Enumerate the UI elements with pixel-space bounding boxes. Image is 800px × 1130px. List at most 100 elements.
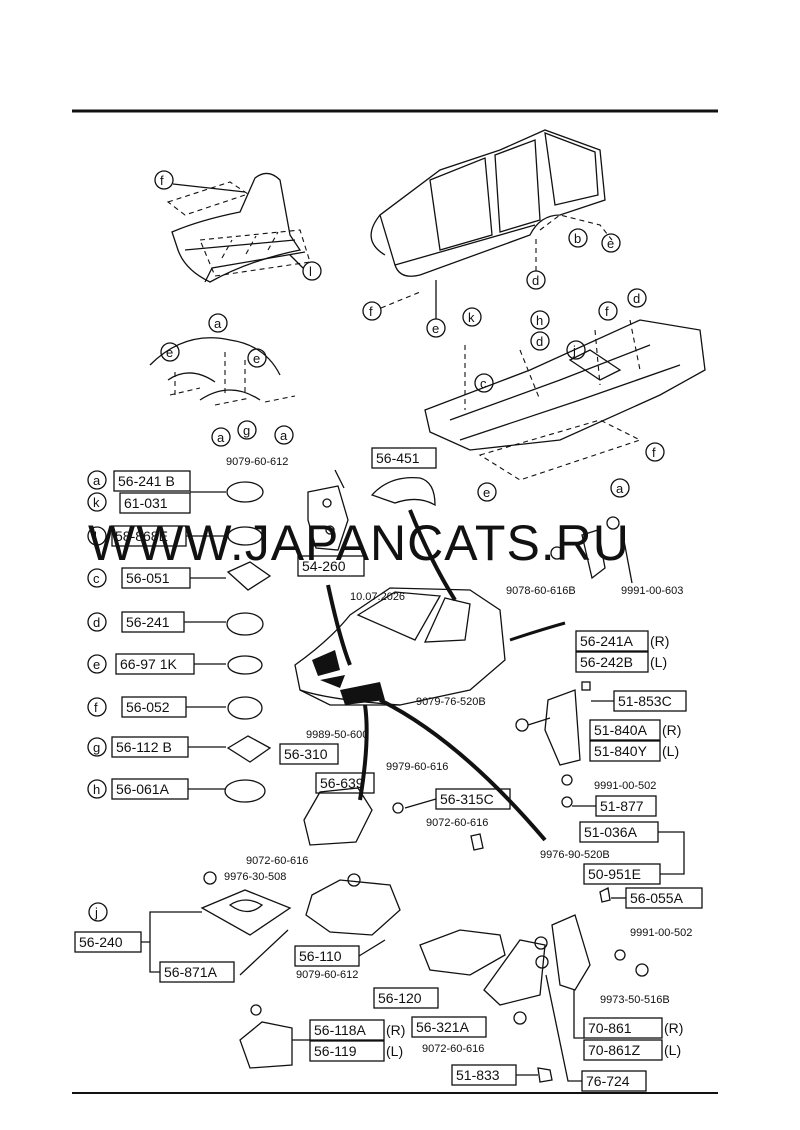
callout-d-3-text: d <box>633 291 640 306</box>
callout-e-3-text: e <box>166 345 173 360</box>
part-56-310-box <box>279 743 339 765</box>
part-70-861: 70-861 <box>588 1020 632 1036</box>
bolt-9976-30-508: 9976-30-508 <box>224 871 286 883</box>
part-56-120: 56-120 <box>378 990 422 1006</box>
part-56-120-box <box>373 987 439 1009</box>
legend-letter-d-text: d <box>93 615 100 630</box>
clip-icon-51-833 <box>537 1067 553 1083</box>
callout-j-2-text: j <box>94 905 98 920</box>
callout-e-1 <box>601 233 621 253</box>
insulator-pad-56-240 <box>200 889 292 936</box>
side-r-3: (R) <box>664 1020 683 1036</box>
part-56-241a-box <box>575 630 649 652</box>
callout-d-1-text: d <box>532 273 539 288</box>
part-54-260-box <box>297 555 365 577</box>
bolt-9072-60-616-mid: 9072-60-616 <box>426 817 488 829</box>
part-56-119-box <box>309 1040 385 1062</box>
callout-f-2-text: f <box>369 304 373 319</box>
bolt-9079-60-612-bottom: 9079-60-612 <box>296 969 358 981</box>
leader-56-451 <box>408 509 457 602</box>
undercover-56-120 <box>419 929 506 976</box>
part-51-840a-box <box>589 719 661 741</box>
legend-code-f: 56-052 <box>126 699 170 715</box>
plug-icon-l <box>227 526 263 546</box>
clip-icon-502 <box>561 774 573 786</box>
part-56-119: 56-119 <box>314 1043 357 1059</box>
bolt-9072-60-616-bottom: 9072-60-616 <box>422 1043 484 1055</box>
callout-l <box>302 261 322 281</box>
callout-e-5 <box>477 482 497 502</box>
leader-undercover <box>358 704 369 801</box>
callout-e-5-text: e <box>483 485 490 500</box>
callout-e-1-text: e <box>607 236 614 251</box>
legend-letter-e-text: e <box>93 657 100 672</box>
strip-56-871a <box>239 929 289 976</box>
part-54-260: 54-260 <box>302 558 346 574</box>
bolt-icon-c <box>203 871 217 885</box>
mudflap-51-840 <box>544 689 581 766</box>
legend-code-a: 56-241 B <box>118 473 175 489</box>
legend-letter-k-text: k <box>93 495 100 510</box>
legend-code-c: 56-051 <box>126 570 170 586</box>
legend-letter-e <box>87 654 107 674</box>
legend-letter-l <box>87 526 107 546</box>
grommet-icon-g <box>226 735 272 763</box>
legend-code-d: 56-241 <box>126 614 170 630</box>
bolt-9079-76-520b: 9079-76-520B <box>416 696 486 708</box>
part-51-840y: 51-840Y <box>594 743 648 759</box>
callout-j-1-text: j <box>572 343 576 358</box>
screw-icon-51-877 <box>561 796 573 808</box>
rear-floor-sketch <box>166 172 311 283</box>
callout-f-4-text: f <box>652 445 656 460</box>
legend-letter-a-text: a <box>93 473 101 488</box>
bolt-icon-b <box>470 833 484 851</box>
part-56-451-box <box>371 447 437 469</box>
legend-code-h: 56-061A <box>116 781 170 797</box>
part-51-853c-box <box>613 690 687 712</box>
legend-letter-h-text: h <box>93 782 100 797</box>
legend-letter-g-text: g <box>93 740 100 755</box>
side-l-3: (L) <box>664 1042 681 1058</box>
part-70-861z-box <box>583 1039 663 1061</box>
part-56-055a: 56-055A <box>630 890 684 906</box>
callout-e-2-text: e <box>432 321 439 336</box>
clip-9989-50-600: 9989-50-600 <box>306 729 368 741</box>
part-51-840a: 51-840A <box>594 722 648 738</box>
callout-f-1-text: f <box>160 173 164 188</box>
callout-a-2-text: a <box>217 430 225 445</box>
watermark: WWW.JAPANCATS.RU <box>88 515 630 571</box>
callout-f-4 <box>645 442 665 462</box>
clip-icon-d <box>250 1004 262 1016</box>
callout-e-3 <box>160 342 180 362</box>
callout-e-4 <box>247 348 267 368</box>
undercover-56-110 <box>305 879 401 936</box>
part-56-315c: 56-315C <box>440 791 494 807</box>
part-56-321a-box <box>411 1016 487 1038</box>
part-56-451: 56-451 <box>376 450 420 466</box>
bolt-icon-a <box>515 718 529 732</box>
legend-letter-a <box>87 470 107 490</box>
callout-f-3 <box>598 301 618 321</box>
part-56-871a: 56-871A <box>164 964 218 980</box>
part-56-871a-box <box>159 961 235 983</box>
square-plug-icon-c <box>226 561 272 591</box>
part-51-833: 51-833 <box>456 1067 500 1083</box>
part-56-321a: 56-321A <box>416 1019 470 1035</box>
callout-j-1 <box>566 340 586 360</box>
side-r-2: (R) <box>662 722 681 738</box>
part-50-951e: 50-951E <box>588 866 641 882</box>
part-51-853c: 51-853C <box>618 693 672 709</box>
part-76-724: 76-724 <box>586 1073 630 1089</box>
bracket-54-260 <box>307 485 349 551</box>
side-r-1: (R) <box>650 633 669 649</box>
part-56-639-box <box>315 772 375 794</box>
legend: a 56-241 B k 61-031 l 58-868E c 56-051 d… <box>87 470 272 803</box>
bolt-9078-60-616b: 9078-60-616B <box>506 585 576 597</box>
callout-a-1 <box>208 313 228 333</box>
vehicle-body-sketch <box>370 129 613 277</box>
legend-letter-g <box>87 737 107 757</box>
wheelhouse-sketch <box>149 337 296 406</box>
clip-icon-c <box>614 949 626 961</box>
part-56-242b: 56-242B <box>580 654 633 670</box>
